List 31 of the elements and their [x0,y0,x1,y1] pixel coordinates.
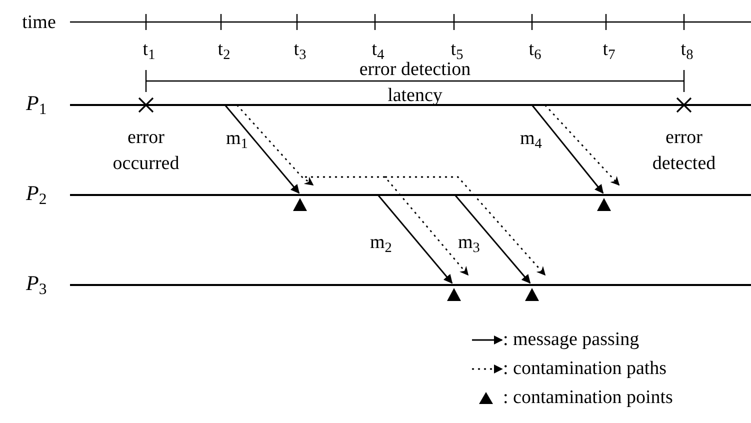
time-tick-label: t$_{2}$ [216,38,232,62]
event-label: error occurred [112,126,180,176]
message-arrow [224,104,300,194]
contamination-path-arrow [385,176,546,276]
time-tick-label: t$_{1}$ [142,38,156,62]
process-label: P$_{3}$ [26,270,47,297]
time-tick-label: t$_{6}$ [528,38,542,62]
time-tick-label: t$_{7}$ [602,38,616,62]
process-label: P$_{2}$ [26,180,47,207]
edge-label: m$_{1}$ [226,128,248,150]
contamination-path-arrow [236,104,314,186]
contamination-path-arrow [544,104,620,186]
legend-label: : contamination paths [503,357,667,381]
dimension-label: error detection [358,59,472,82]
time-tick-label: t$_{4}$ [370,38,386,62]
message-arrow [531,104,604,194]
dimension-label: latency [386,84,444,108]
time-tick-label: t$_{3}$ [292,38,308,62]
contamination-path-arrow [305,176,469,276]
edge-label: m$_{2}$ [370,232,392,254]
message-arrow [454,194,531,284]
legend-label: : message passing [503,328,640,352]
message-arrow [377,194,453,284]
legend-label: : contamination points [503,386,673,410]
edge-label: m$_{3}$ [458,232,480,254]
axis-label: time [21,11,57,35]
event-label: error detected [651,126,717,176]
edge-label: m$_{4}$ [520,128,542,150]
time-tick-label: t$_{5}$ [450,38,464,62]
time-tick-label: t$_{8}$ [680,38,694,62]
process-label: P$_{1}$ [26,90,47,117]
